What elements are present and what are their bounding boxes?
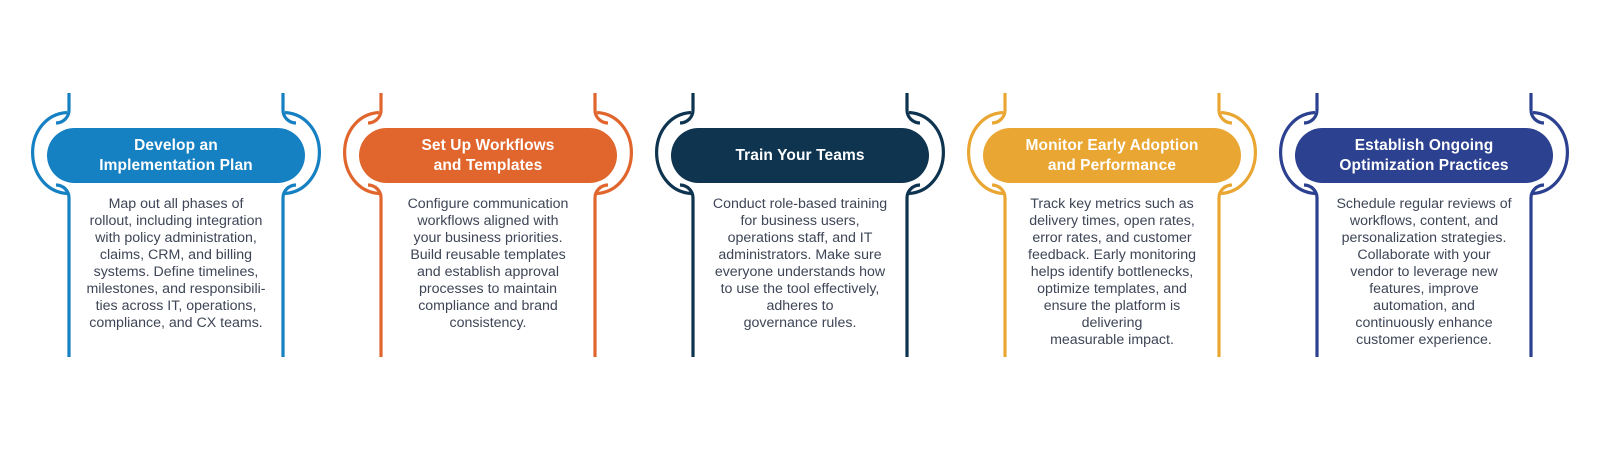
step-description: Track key metrics such as delivery times… — [1028, 196, 1196, 348]
step-pill: Develop an Implementation Plan — [47, 128, 305, 183]
step-title: Establish Ongoing Optimization Practices — [1339, 136, 1509, 174]
bracket-decoration — [31, 93, 321, 357]
step-card-develop-plan: Develop an Implementation Plan Map out a… — [31, 93, 321, 357]
step-description: Schedule regular reviews of workflows, c… — [1336, 196, 1512, 348]
step-card-train-teams: Train Your Teams Conduct role-based trai… — [655, 93, 945, 357]
step-card-workflows-templates: Set Up Workflows and Templates Configure… — [343, 93, 633, 357]
bracket-decoration — [1279, 93, 1569, 357]
step-description: Map out all phases of rollout, including… — [86, 196, 266, 331]
step-title: Develop an Implementation Plan — [99, 136, 253, 174]
step-card-monitor-adoption: Monitor Early Adoption and Performance T… — [967, 93, 1257, 357]
step-pill: Monitor Early Adoption and Performance — [983, 128, 1241, 183]
bracket-decoration — [655, 93, 945, 357]
step-pill: Establish Ongoing Optimization Practices — [1295, 128, 1553, 183]
step-title: Set Up Workflows and Templates — [421, 136, 555, 174]
bracket-decoration — [343, 93, 633, 357]
step-title: Monitor Early Adoption and Performance — [1025, 136, 1199, 174]
step-description: Configure communication workflows aligne… — [407, 196, 569, 331]
step-title: Train Your Teams — [735, 146, 865, 164]
step-pill: Set Up Workflows and Templates — [359, 128, 617, 183]
step-description: Conduct role-based training for business… — [712, 196, 888, 331]
bracket-decoration — [967, 93, 1257, 357]
step-card-ongoing-optimization: Establish Ongoing Optimization Practices… — [1279, 93, 1569, 357]
implementation-steps-diagram: Develop an Implementation Plan Map out a… — [31, 93, 1569, 357]
step-pill: Train Your Teams — [671, 128, 929, 183]
